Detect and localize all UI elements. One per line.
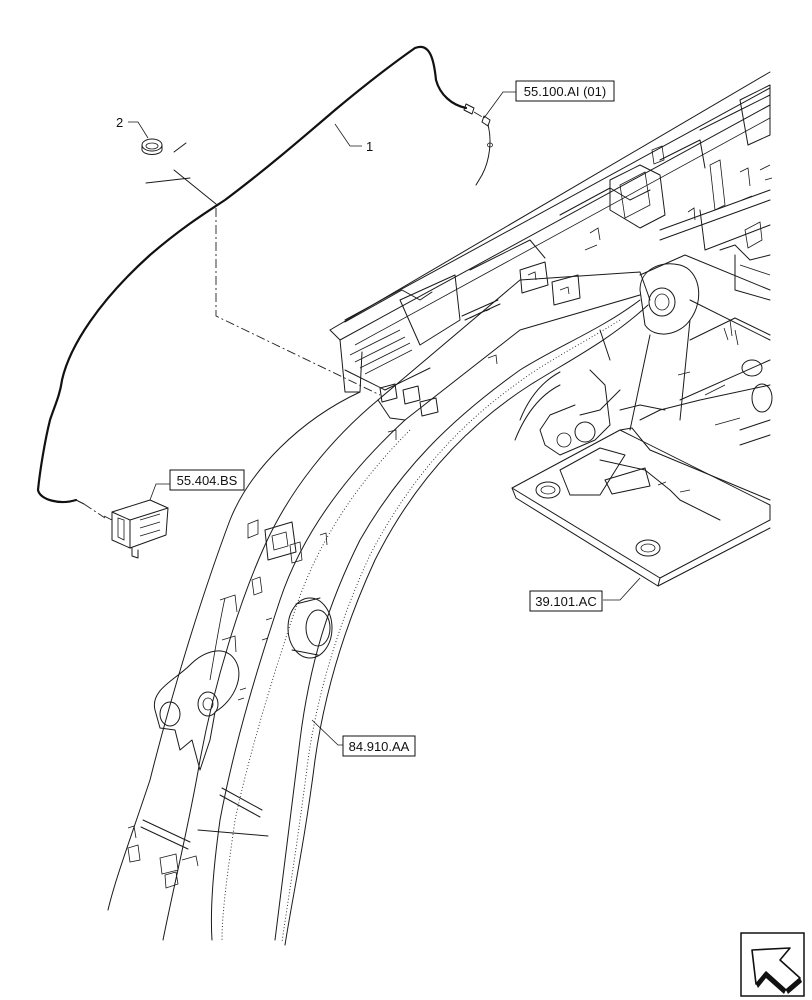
pigtail-plug: [481, 115, 491, 127]
ref-tank[interactable]: 39.101.AC: [529, 577, 641, 612]
ref-boom[interactable]: 84.910.AA: [311, 719, 416, 757]
lamp-ref-leader: [149, 483, 170, 501]
clip-part: [141, 138, 163, 155]
ref-connector-box[interactable]: [515, 80, 615, 102]
upper-frame-structure: [329, 71, 773, 446]
harness-cable: [36, 45, 468, 504]
counterweight-tank: [511, 427, 771, 587]
harness-connector: [463, 103, 475, 115]
item-2-label: 2: [116, 115, 123, 130]
ref-tank-box[interactable]: [529, 590, 603, 612]
ref-boom-leader: [311, 719, 343, 746]
ref-boom-label[interactable]: 84.910.AA: [349, 739, 410, 754]
ref-connector[interactable]: 55.100.AI (01): [483, 80, 615, 119]
lamp-link-line: [83, 503, 106, 519]
ref-lamp[interactable]: 55.404.BS: [169, 469, 245, 491]
boom-assembly: [107, 271, 651, 946]
ref-boom-box[interactable]: [342, 735, 416, 757]
ref-connector-leader: [483, 91, 516, 119]
pigtail-clip: [487, 142, 493, 148]
ref-tank-label[interactable]: 39.101.AC: [535, 594, 596, 609]
item-2-leader: [128, 121, 149, 139]
harness-assembly: [36, 45, 493, 519]
item-1-label: 1: [366, 139, 373, 154]
routing-phantom-line: [215, 208, 381, 396]
work-lamp: [103, 499, 169, 559]
clip-location-indicator: [145, 142, 217, 205]
connector-link-line: [473, 111, 485, 119]
harness-lamp-end: [75, 499, 85, 505]
boom-foot-pivot: [514, 263, 700, 456]
ref-lamp-box[interactable]: [169, 469, 245, 491]
ref-connector-label[interactable]: 55.100.AI (01): [524, 84, 606, 99]
pigtail-wire: [475, 124, 491, 186]
ref-lamp-label[interactable]: 55.404.BS: [177, 473, 238, 488]
ref-tank-leader: [603, 577, 641, 601]
item-1-leader: [334, 123, 362, 147]
next-page-arrow-icon[interactable]: [740, 932, 805, 997]
